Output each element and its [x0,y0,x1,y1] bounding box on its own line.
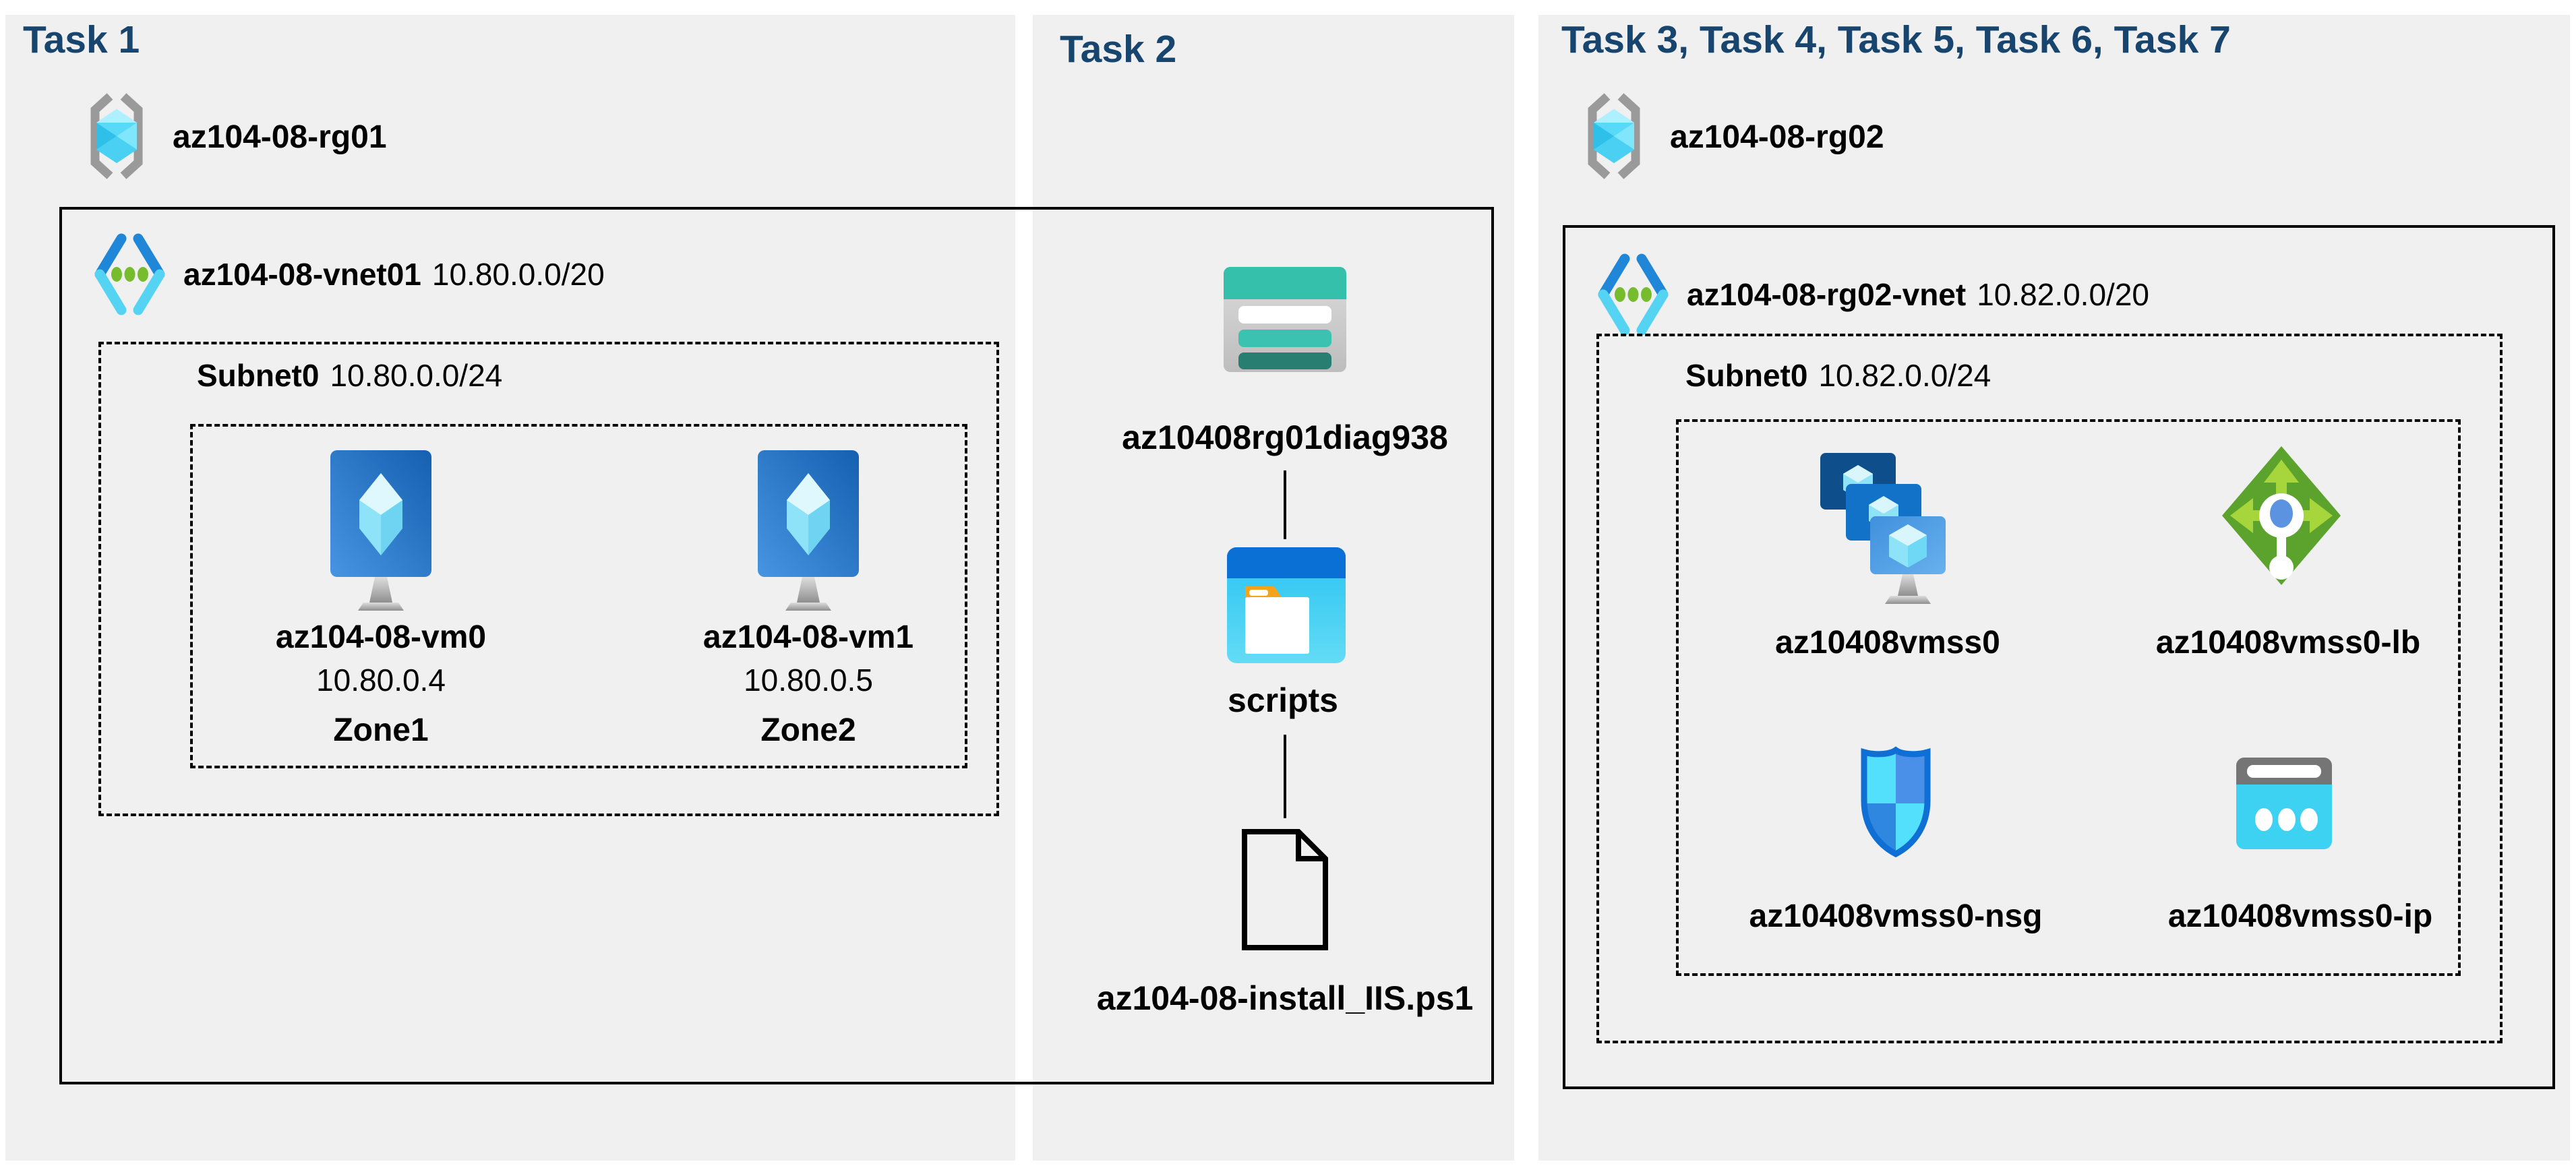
vnet-name: az104-08-rg02-vnet [1687,277,1967,312]
resource-group-icon [86,92,148,181]
vm-scale-set-icon [1819,452,1947,605]
vm-ip: 10.80.0.4 [316,663,446,698]
load-balancer-name: az10408vmss0-lb [2155,625,2421,661]
connector-scripts-to-file [1284,735,1286,818]
vnet-label: az104-08-vnet01 10.80.0.0/20 [183,256,605,293]
subnet-cidr: 10.80.0.0/24 [330,358,503,393]
subnet-cidr: 10.82.0.0/24 [1818,358,1991,393]
document-icon [1240,828,1329,952]
task1-header: Task 1 [23,18,140,61]
subnet-box-left [98,342,999,816]
storage-account-icon [1224,267,1346,372]
connector-storage-to-scripts [1284,470,1286,539]
task1-panel [5,15,1015,1161]
vm-zone: Zone1 [333,712,429,748]
vm-name: az104-08-vm1 [702,619,914,655]
vnet-boundary-box-left [59,207,1494,1084]
public-ip-icon [2236,758,2332,849]
vnet-cidr: 10.80.0.0/20 [431,257,605,292]
resource-group-name: az104-08-rg02 [1670,119,1884,155]
virtual-network-icon [94,233,165,315]
nsg-name: az10408vmss0-nsg [1749,898,2043,934]
virtual-network-icon [1598,253,1669,336]
vm-ip: 10.80.0.5 [744,663,873,698]
vnet-name: az104-08-vnet01 [183,257,421,292]
load-balancer-icon [2219,443,2343,588]
task2-header: Task 2 [1060,28,1177,71]
vm-zone: Zone2 [760,712,856,748]
vnet-boundary-box-right [1563,225,2555,1089]
vm-name: az104-08-vm0 [275,619,487,655]
storage-account-name: az10408rg01diag938 [1122,419,1448,456]
nsg-shield-icon [1855,744,1936,861]
container-name: scripts [1228,681,1338,719]
vnet-label: az104-08-rg02-vnet 10.82.0.0/20 [1687,276,2149,313]
vmss-name: az10408vmss0 [1775,625,2000,661]
file-name: az104-08-install_IIS.ps1 [1096,979,1474,1017]
task3-header: Task 3, Task 4, Task 5, Task 6, Task 7 [1561,18,2231,61]
vnet-cidr: 10.82.0.0/20 [1977,277,2149,312]
virtual-machine-icon [327,450,435,615]
public-ip-name: az10408vmss0-ip [2167,898,2433,934]
resource-group-icon [1583,92,1645,181]
vmss-group-box [1676,419,2461,976]
blob-container-icon [1227,547,1346,663]
resource-group-name: az104-08-rg01 [173,119,387,155]
subnet-label: Subnet0 10.82.0.0/24 [1685,357,1991,394]
subnet-name: Subnet0 [197,358,320,393]
virtual-machine-icon [754,450,862,615]
subnet-box-right [1596,334,2503,1043]
vm-group-box [190,424,967,768]
task3-panel [1538,15,2570,1161]
subnet-label: Subnet0 10.80.0.0/24 [197,357,502,394]
subnet-name: Subnet0 [1685,358,1808,393]
